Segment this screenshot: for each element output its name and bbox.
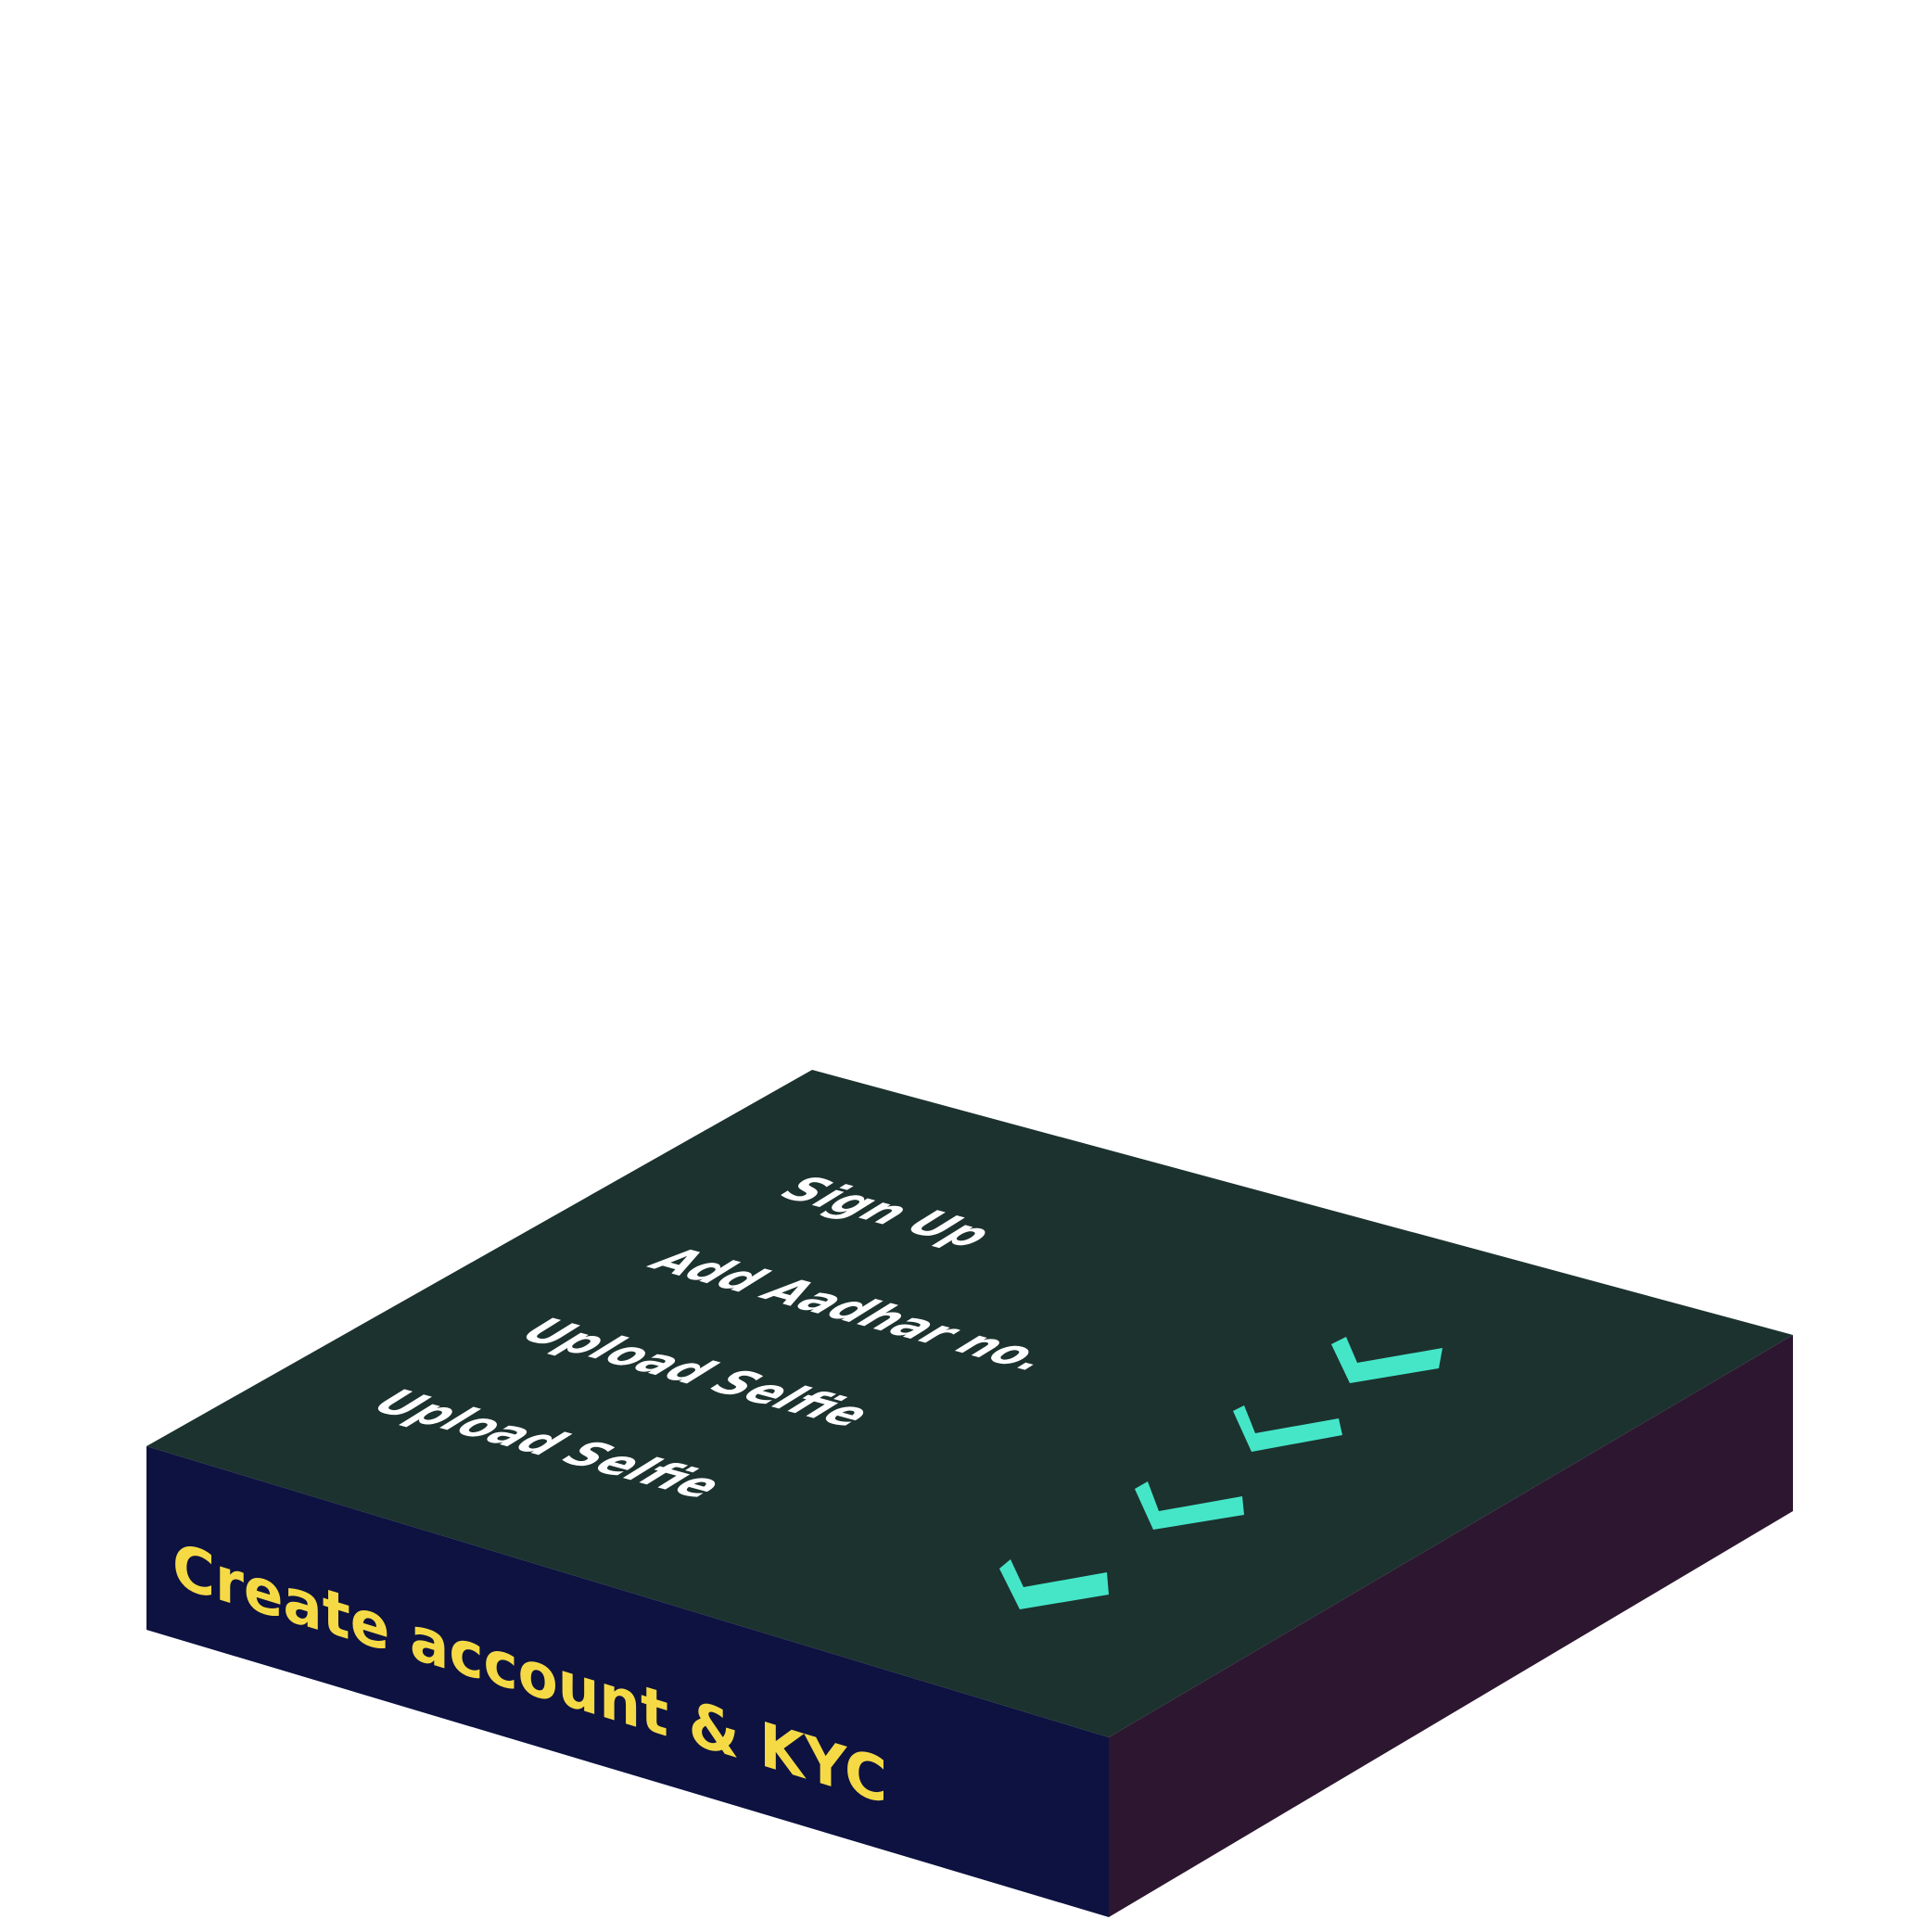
card-side-face <box>1109 1335 1793 1917</box>
checkmarks <box>999 1337 1443 1609</box>
card-top-face <box>146 1070 1793 1737</box>
checkmark-icon <box>1331 1337 1443 1383</box>
card-front-face <box>146 1446 1109 1917</box>
checkmark-icon <box>1233 1405 1342 1452</box>
checkmark-icon <box>1135 1481 1244 1530</box>
checkmark-icon <box>999 1559 1109 1609</box>
